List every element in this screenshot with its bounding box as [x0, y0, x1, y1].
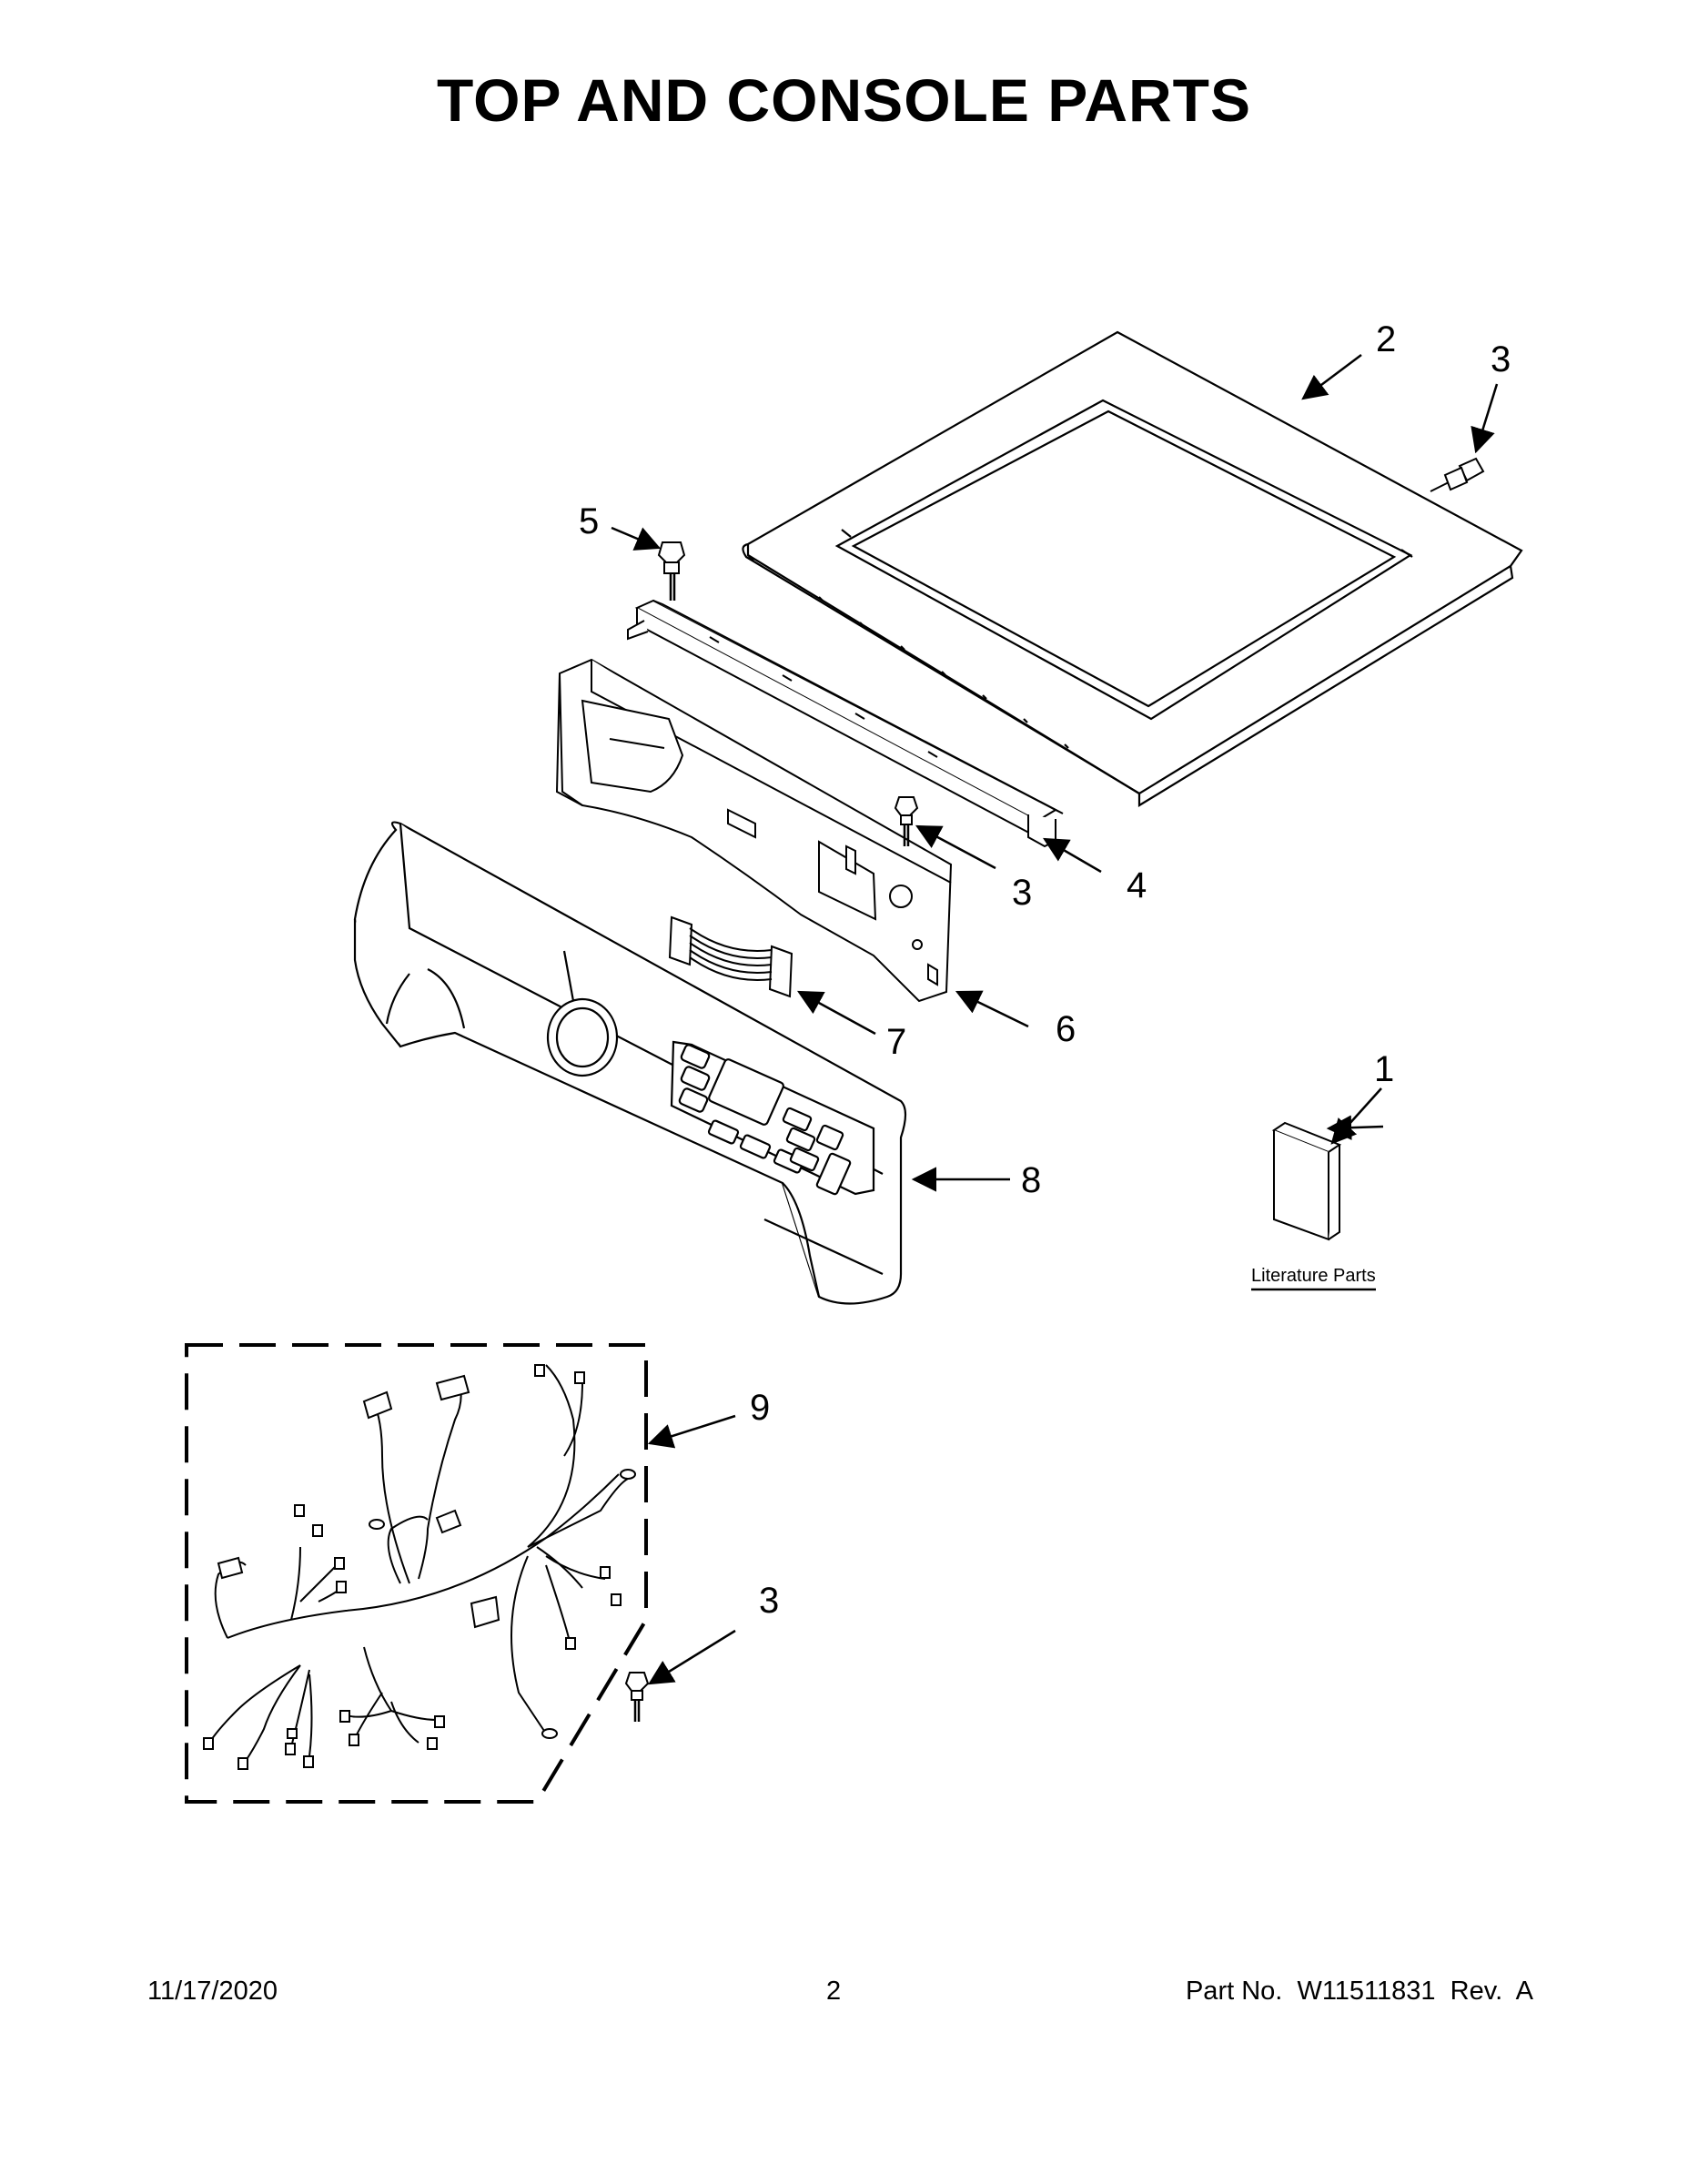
callout-1: 1: [1374, 1049, 1394, 1089]
literature-part: [1251, 1121, 1376, 1291]
screw-part-5: [657, 541, 686, 601]
callout-3-bottom: 3: [759, 1581, 779, 1621]
console-frame-part: [555, 658, 953, 1003]
screw-part-top: [1430, 457, 1485, 492]
console-panel-part: [353, 821, 907, 1305]
screw-part-middle: [894, 796, 919, 846]
callout-9: 9: [750, 1388, 770, 1428]
callout-3-top: 3: [1491, 339, 1511, 379]
ribbon-cable-part: [668, 915, 793, 998]
wire-harness-part: [185, 1343, 648, 1804]
callout-6: 6: [1056, 1009, 1076, 1049]
literature-parts-label: Literature Parts: [1251, 1266, 1376, 1286]
callout-7: 7: [886, 1022, 906, 1062]
screw-part-bottom: [624, 1672, 650, 1722]
footer-date: 11/17/2020: [147, 1977, 278, 2006]
callout-4: 4: [1127, 865, 1147, 905]
leader-arrows: [611, 354, 1499, 1685]
callout-5: 5: [579, 501, 599, 541]
footer-part-number: Part No. W11511831 Rev. A: [1185, 1977, 1533, 2006]
console-bracket-part: [627, 599, 1064, 848]
footer-page-number: 2: [826, 1977, 842, 2006]
top-panel-part: [742, 330, 1523, 807]
page-title: TOP AND CONSOLE PARTS: [437, 66, 1251, 134]
callout-8: 8: [1021, 1160, 1041, 1200]
callout-2: 2: [1376, 319, 1396, 359]
callout-3-middle: 3: [1012, 873, 1032, 913]
